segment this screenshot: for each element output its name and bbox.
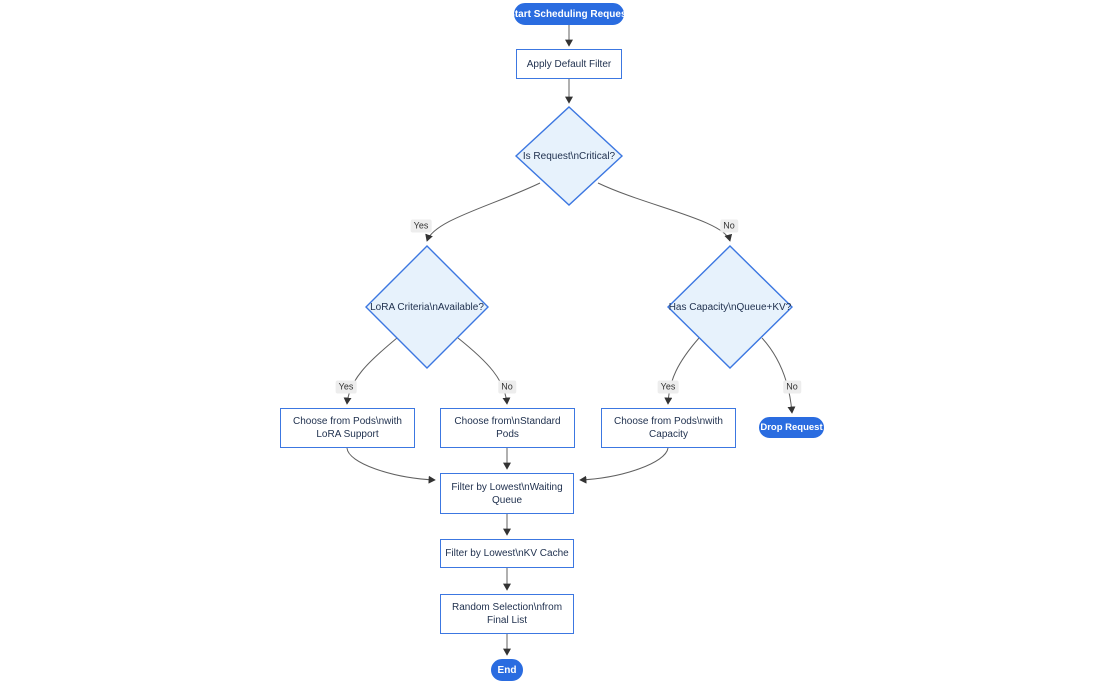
node-choose-lora-pods: Choose from Pods\nwith LoRA Support <box>280 408 415 448</box>
edge-critical-no <box>597 182 733 242</box>
node-drop-request: Drop Request <box>759 417 824 438</box>
edge-label-critical-yes: Yes <box>410 219 432 233</box>
edge-capacity-yes <box>664 337 700 405</box>
edge-label-capacity-yes: Yes <box>657 380 679 394</box>
node-filter-waiting-queue: Filter by Lowest\nWaiting Queue <box>440 473 574 514</box>
edge-label-capacity-no: No <box>783 380 801 394</box>
decision-has-capacity-label: Has Capacity\nQueue+KV? <box>668 301 792 313</box>
node-start: Start Scheduling Request <box>508 3 630 25</box>
edge-label-critical-no: No <box>720 219 738 233</box>
node-end: End <box>491 659 523 681</box>
decision-lora-available-shape <box>365 245 489 369</box>
node-choose-capacity-pods: Choose from Pods\nwith Capacity <box>601 408 736 448</box>
decision-lora-available-label: LoRA Criteria\nAvailable? <box>370 301 484 313</box>
node-random-selection: Random Selection\nfrom Final List <box>440 594 574 634</box>
edge-critical-yes <box>425 182 541 242</box>
node-apply-default-filter: Apply Default Filter <box>516 49 622 79</box>
decision-has-capacity-shape <box>667 245 793 369</box>
node-filter-kv-cache: Filter by Lowest\nKV Cache <box>440 539 574 568</box>
edge-capacitypods-filter <box>579 447 669 484</box>
edge-lora-no <box>457 337 511 405</box>
decision-is-critical-label: Is Request\nCritical? <box>522 150 616 162</box>
decision-is-critical-shape <box>514 106 624 206</box>
edge-capacity-no <box>761 337 796 414</box>
edge-label-lora-yes: Yes <box>335 380 357 394</box>
edge-lora-yes <box>343 337 398 405</box>
node-choose-standard-pods: Choose from\nStandard Pods <box>440 408 575 448</box>
edge-lorapods-filter <box>346 447 436 484</box>
edge-label-lora-no: No <box>498 380 516 394</box>
